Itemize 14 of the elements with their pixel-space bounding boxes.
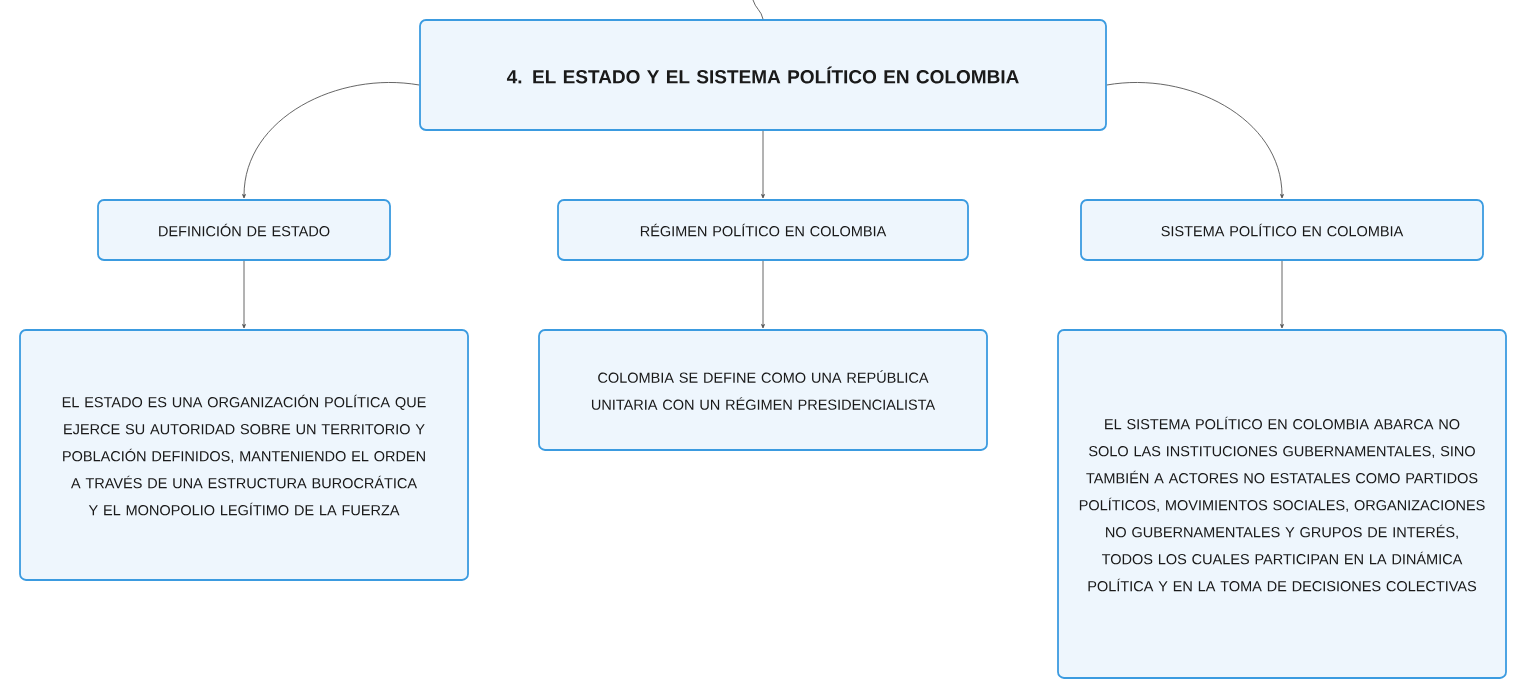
connector	[1280, 260, 1284, 329]
description-box: EL ESTADO ES UNA ORGANIZACIÓN POLÍTICA QUE EJERCE SU AUTORIDAD SOBRE UN TERRITORIO Y POBLACIÓN DEFINIDOS, MANTENIENDO EL ORDEN A TRAVÉS DE UNA ESTRUCTURA BUROCRÁTICA Y EL MONOPOLIO LEGÍTIMO DE LA FUERZA	[19, 329, 469, 581]
connector	[242, 82, 420, 199]
title-box: 4. EL ESTADO Y EL SISTEMA POLÍTICO EN COLOMBIA	[419, 19, 1107, 131]
topic-box: DEFINICIÓN DE ESTADO	[97, 199, 391, 261]
topic-box: SISTEMA POLÍTICO EN COLOMBIA	[1080, 199, 1484, 261]
connector	[242, 260, 246, 329]
connector	[761, 130, 765, 199]
connector	[752, 0, 764, 20]
connector	[761, 260, 765, 329]
description-box: EL SISTEMA POLÍTICO EN COLOMBIA ABARCA NO SOLO LAS INSTITUCIONES GUBERNAMENTALES, SINO TAMBIÉN A ACTORES NO ESTATALES COMO PARTIDOS POLÍTICOS, MOVIMIENTOS SOCIALES, ORGANIZACIONES NO GUBERNAMENTALES Y GRUPOS DE INTERÉS, TODOS LOS CUALES PARTICIPAN EN LA DINÁMICA POLÍTICA Y EN LA TOMA DE DECISIONES COLECTIVAS	[1057, 329, 1507, 679]
description-box: COLOMBIA SE DEFINE COMO UNA REPÚBLICA UNITARIA CON UN RÉGIMEN PRESIDENCIALISTA	[538, 329, 988, 451]
topic-box: RÉGIMEN POLÍTICO EN COLOMBIA	[557, 199, 969, 261]
connector	[1106, 82, 1284, 199]
